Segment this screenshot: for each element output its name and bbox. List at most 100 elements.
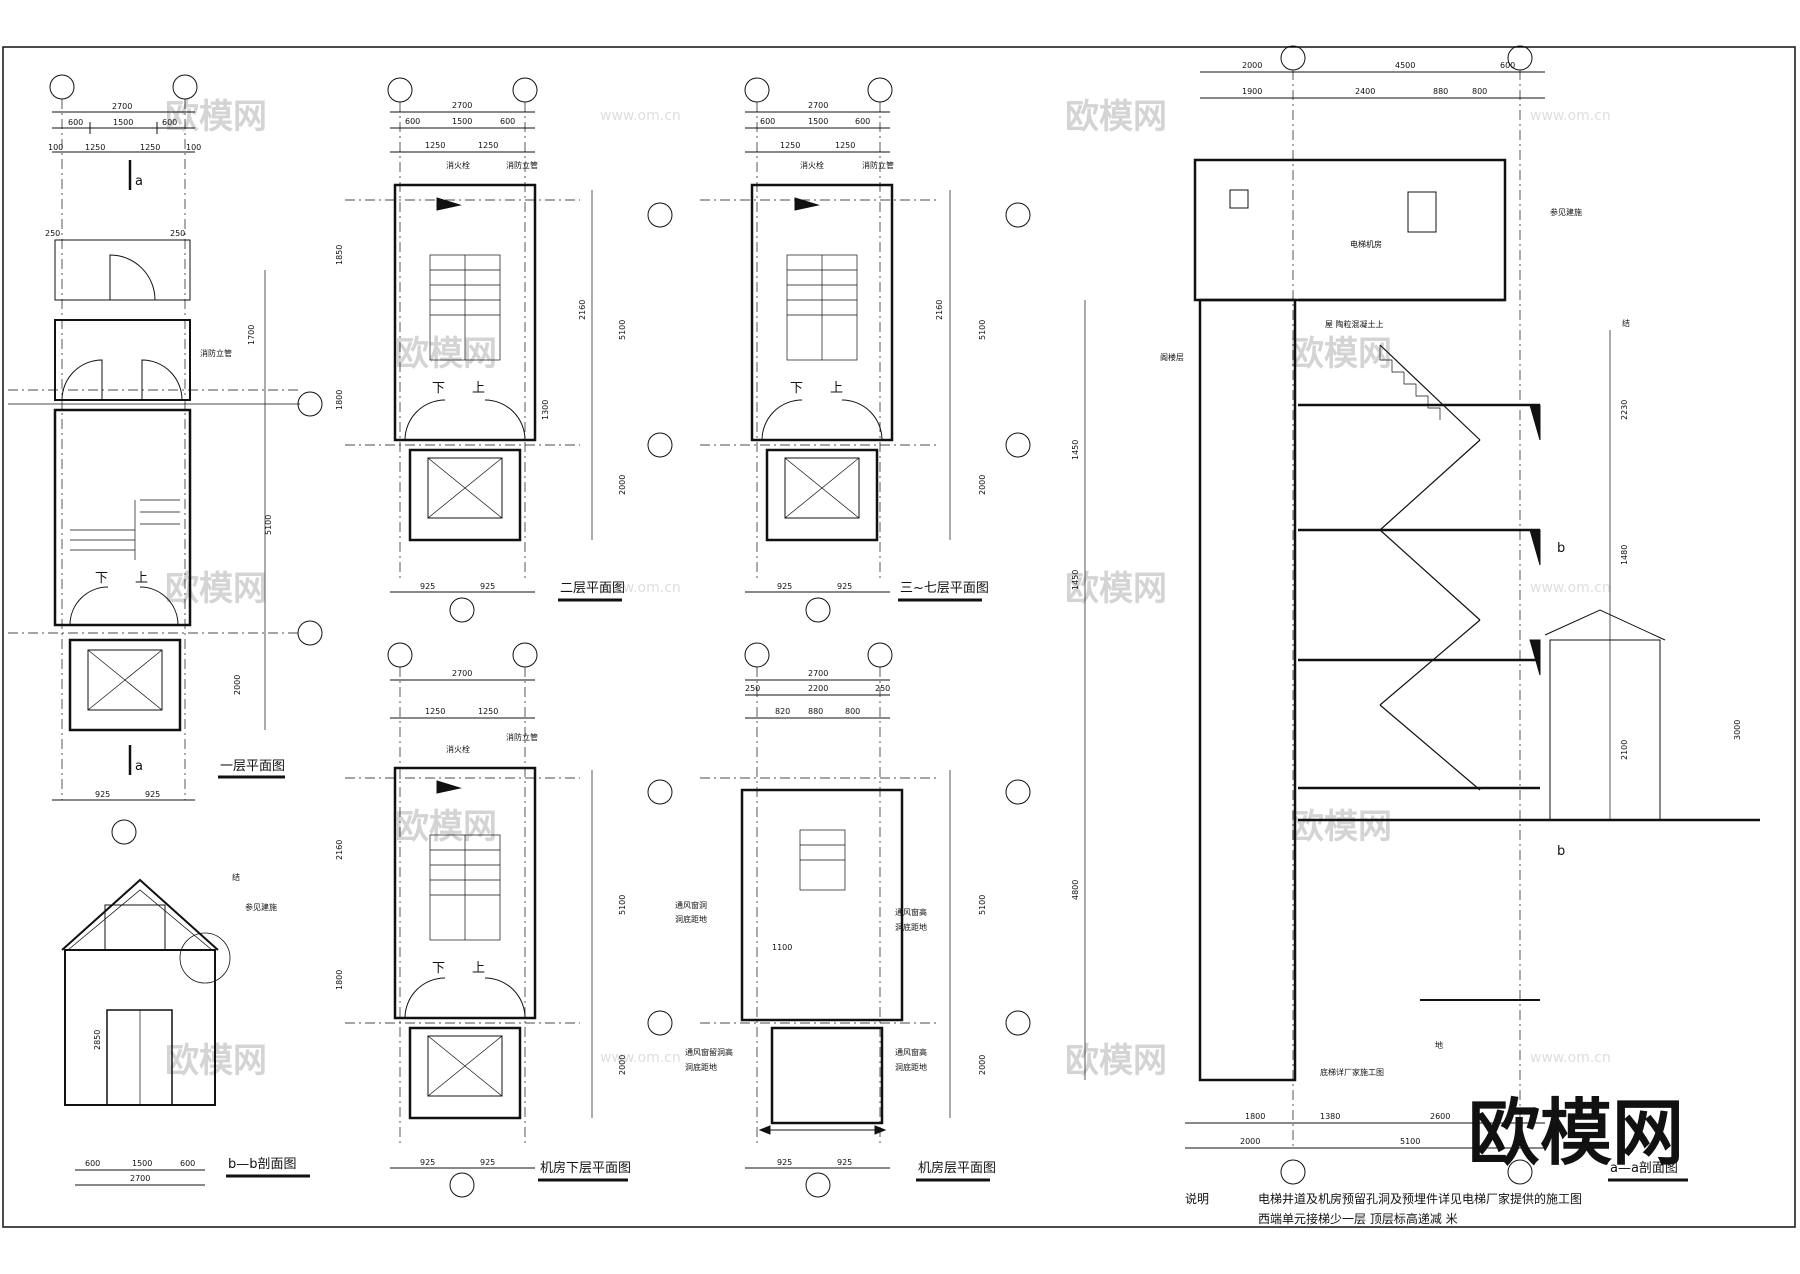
dim-label: 1800 [335, 390, 344, 410]
dim-label: 2400 [1355, 87, 1375, 96]
dim-label: 600 [85, 1159, 100, 1168]
dim-label: 925 [480, 582, 495, 591]
watermark-url: www.om.cn [600, 1050, 681, 1066]
dim-label: 1850 [335, 245, 344, 265]
fire-riser-label: 消防立管 [862, 160, 894, 170]
brand-logo: 欧模网 [1468, 1091, 1684, 1175]
dim-label: 100 [186, 143, 201, 152]
dim-label: 250 [45, 229, 60, 238]
dim-label: 2850 [93, 1030, 102, 1050]
dim-label: 250 [745, 684, 760, 693]
section-aa: 2000 4500 600 1900 2400 880 800 电梯机房 阁楼层… [1071, 45, 1760, 1185]
dim-label: 1250 [780, 141, 800, 150]
notes-line-2: 西端单元接梯少一层 顶层标高递减 米 [1258, 1211, 1458, 1226]
dim-label: 2000 [618, 475, 627, 495]
watermark-brand: 欧模网 [165, 569, 267, 609]
machine-room-lower-plan: 2700 1250 1250 消火栓 消防立管 下 上 2160 1800 51… [335, 642, 673, 1198]
hole-height-label: 洞底距地 [675, 914, 707, 924]
dim-label: 600 [405, 117, 420, 126]
plan-title-second-floor: 二层平面图 [560, 581, 625, 596]
dim-label: 2160 [335, 840, 344, 860]
dim-label: 820 [775, 707, 790, 716]
watermark-brand: 欧模网 [395, 334, 497, 374]
vent-hole-label: 通风窗留洞高 [685, 1047, 733, 1057]
watermark-url: www.om.cn [1530, 1050, 1611, 1066]
dim-label: 3000 [1733, 720, 1742, 740]
fire-riser-label: 消防立管 [506, 160, 538, 170]
section-title-bb: b—b剖面图 [228, 1157, 297, 1172]
fire-hydrant-label: 消火栓 [446, 160, 470, 170]
dim-label: 880 [808, 707, 823, 716]
dim-label: 1250 [85, 143, 105, 152]
machine-room-floor-plan: 2700 250 2200 250 820 880 800 通风窗高 洞底距地 … [675, 642, 1031, 1198]
attic-label: 阁楼层 [1160, 352, 1184, 362]
dim-label: 600 [68, 118, 83, 127]
stair-up-label: 上 [135, 571, 148, 586]
dim-label: 2700 [808, 669, 828, 678]
dim-label: 2700 [452, 669, 472, 678]
dim-label: 1500 [132, 1159, 152, 1168]
stair-down-label: 下 [432, 961, 445, 976]
dim-label: 5100 [264, 515, 273, 535]
dim-label: 2700 [112, 102, 132, 111]
dim-label: 2700 [130, 1174, 150, 1183]
fire-hydrant-label: 消火栓 [800, 160, 824, 170]
dim-label: 1250 [425, 141, 445, 150]
stair-up-label: 上 [472, 961, 485, 976]
watermark-brand: 欧模网 [165, 97, 267, 137]
dim-label: 1500 [452, 117, 472, 126]
watermark-brand: 欧模网 [395, 807, 497, 847]
elevator-room-label: 电梯机房 [1350, 239, 1382, 249]
dim-label: 925 [777, 582, 792, 591]
dim-label: 600 [500, 117, 515, 126]
vent-mark-label: 通风窗洞 [675, 900, 707, 910]
dim-label: 925 [777, 1158, 792, 1167]
dim-label: 100 [48, 143, 63, 152]
dim-label: 2000 [978, 1055, 987, 1075]
fire-hydrant-label: 消火栓 [446, 744, 470, 754]
dim-label: 5100 [618, 320, 627, 340]
dim-label: 1250 [478, 141, 498, 150]
see-arch-label: 参见建施 [245, 902, 277, 912]
first-floor-plan: 2700 600 1500 600 100 1250 1250 100 a 25… [8, 74, 323, 845]
dim-label: 5100 [978, 320, 987, 340]
dim-label: 1900 [1242, 87, 1262, 96]
structure-label: 结 [232, 872, 240, 882]
dim-label: 1250 [835, 141, 855, 150]
notes-line-1: 电梯井道及机房预留孔洞及预埋件详见电梯厂家提供的施工图 [1258, 1191, 1582, 1206]
section-marker-a: a [135, 174, 143, 189]
dim-label: 2000 [1240, 1137, 1260, 1146]
watermark-brand: 欧模网 [1290, 807, 1392, 847]
watermark-url: www.om.cn [1530, 108, 1611, 124]
dim-label: 925 [420, 1158, 435, 1167]
notes-label: 说明 [1185, 1191, 1209, 1206]
section-marker-b: b [1557, 541, 1565, 556]
dim-label: 925 [837, 582, 852, 591]
stair-down-label: 下 [95, 571, 108, 586]
dim-label: 2000 [978, 475, 987, 495]
section-marker-a: a [135, 759, 143, 774]
dim-label: 800 [845, 707, 860, 716]
dim-label: 1450 [1071, 570, 1080, 590]
pit-note-label: 底梯详厂家施工图 [1320, 1067, 1384, 1077]
plan-title-machine-lower: 机房下层平面图 [540, 1160, 631, 1176]
dim-label: 600 [180, 1159, 195, 1168]
dim-label: 2230 [1620, 400, 1629, 420]
dim-label: 2000 [1242, 61, 1262, 70]
dim-label: 1450 [1071, 440, 1080, 460]
watermark-url: www.om.cn [1530, 580, 1611, 596]
watermark-brand: 欧模网 [1065, 97, 1167, 137]
plan-title-third-seventh-floor: 三~七层平面图 [900, 581, 989, 596]
dim-label: 880 [1433, 87, 1448, 96]
ground-label: 地 [1435, 1040, 1443, 1050]
dim-label: 2000 [618, 1055, 627, 1075]
see-arch-label: 参见建施 [1550, 207, 1582, 217]
dim-label: 1800 [335, 970, 344, 990]
watermarks: 欧模网 www.om.cn 欧模网 www.om.cn 欧模网 欧模网 欧模网 … [165, 97, 1684, 1175]
dim-label: 2700 [452, 101, 472, 110]
watermark-url: www.om.cn [600, 580, 681, 596]
dim-label: 2160 [935, 300, 944, 320]
plan-title-machine-floor: 机房层平面图 [918, 1160, 996, 1176]
stair-down-label: 下 [790, 381, 803, 396]
dim-label: 5100 [978, 895, 987, 915]
